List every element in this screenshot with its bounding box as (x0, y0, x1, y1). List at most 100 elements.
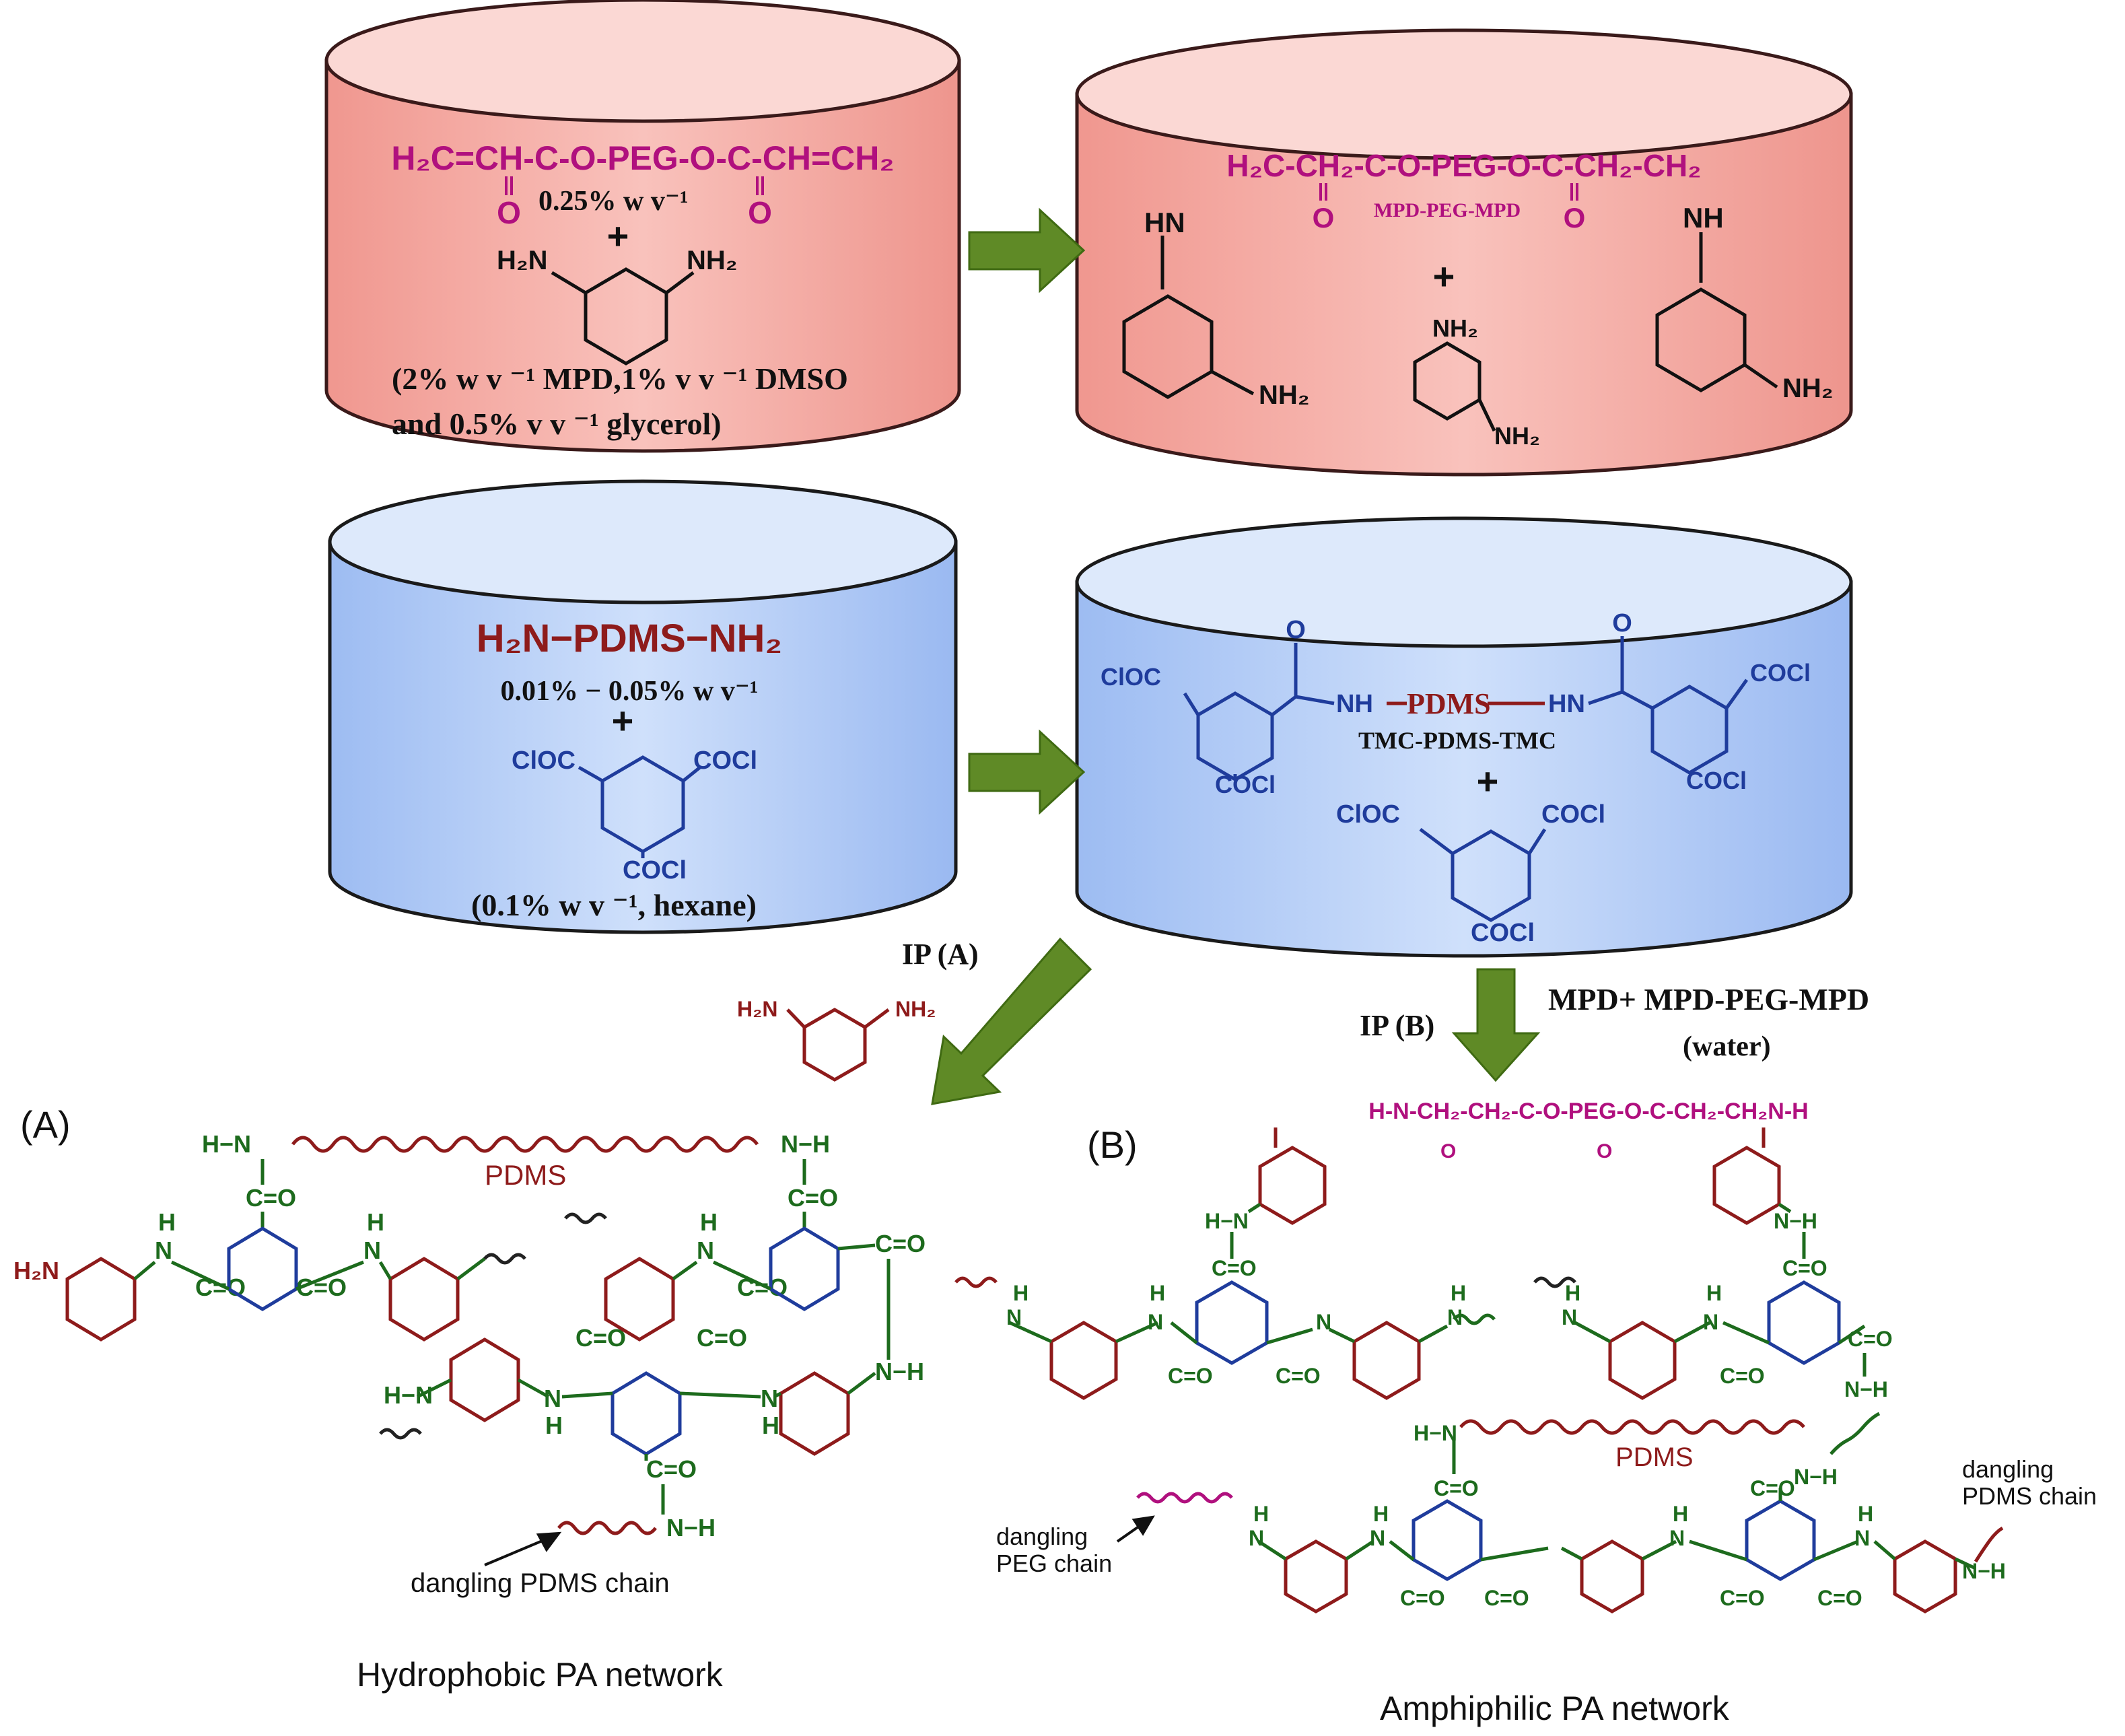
acyl-chloride-label: COCl (693, 747, 757, 775)
carbonyl-oxygen: O (497, 195, 521, 230)
carbonyl-label: C=O (788, 1184, 838, 1212)
carbonyl-oxygen: O (1597, 1140, 1612, 1162)
network-a: (A) PDMS H−N N−H C=O C=O H₂N H N C=O H N… (13, 1103, 926, 1694)
mpd-peg-mpd-label: MPD-PEG-MPD (1374, 199, 1521, 221)
carbonyl-label: C=O (1276, 1364, 1321, 1388)
nitrogen-label: N (1854, 1526, 1870, 1550)
caption-hydrophobic: Hydrophobic PA network (357, 1656, 724, 1694)
benzene-ring-mpd (1049, 1321, 1118, 1400)
condition-text: (2% w v ⁻¹ MPD,1% v v ⁻¹ DMSO (392, 361, 848, 396)
tmc-pdms-tmc-label: TMC-PDMS-TMC (1358, 727, 1556, 754)
tank-1 (324, 0, 961, 453)
peg-wavy-chain (1533, 1276, 1576, 1288)
acyl-chloride-label: COCl (623, 856, 687, 884)
tank-3 (328, 479, 958, 934)
amide-label: H−N (1205, 1209, 1249, 1233)
amine-label: NH (1683, 202, 1724, 234)
amide-label: N−H (781, 1130, 830, 1158)
amine-label: NH₂ (1259, 380, 1310, 410)
arrow-icon (536, 1531, 562, 1552)
peg-diacrylate-formula: H₂C=CH-C-O-PEG-O-C-CH=CH₂ (391, 139, 894, 177)
nitrogen-label: N (1447, 1305, 1463, 1329)
concentration-label: 0.25% w v⁻¹ (538, 186, 689, 217)
dangling-pdms-label: dangling (1962, 1455, 2054, 1483)
hydrogen-label: H (700, 1208, 718, 1236)
carbonyl-label: C=O (646, 1455, 697, 1483)
pdms-label: PDMS (485, 1159, 566, 1191)
benzene-ring-mpd (551, 267, 695, 366)
nitrogen-label: N (1006, 1305, 1022, 1329)
peg-wavy-chain (954, 1276, 998, 1288)
benzene-ring-tmc (1183, 643, 1335, 782)
benzene-ring-mpd (1712, 1146, 1781, 1225)
carbonyl-oxygen: O (1286, 616, 1306, 644)
benzene-ring-mpd (65, 1257, 137, 1342)
carbonyl-label: C=O (1168, 1364, 1213, 1388)
benzene-ring-mpd (779, 1371, 850, 1456)
carbonyl-label: C=O (875, 1230, 926, 1257)
carbonyl-label: C=O (1782, 1256, 1827, 1280)
amine-label: HN (1144, 207, 1185, 238)
arrow-down-icon (1451, 968, 1541, 1082)
carbonyl-label: C=O (1400, 1586, 1445, 1610)
benzene-ring-mpd (1413, 341, 1496, 432)
benzene-ring-tmc (1412, 1499, 1483, 1581)
carbonyl-oxygen: O (1564, 202, 1586, 234)
amine-label: H₂N (737, 997, 777, 1021)
hydrogen-label: H (1013, 1281, 1029, 1305)
nitrogen-label: N (544, 1385, 561, 1412)
benzene-ring-tmc (1588, 636, 1749, 775)
amino-pdms-formula: H₂N−PDMS−NH₂ (477, 617, 782, 660)
amide-label: H−N (202, 1130, 251, 1158)
benzene-ring-mpd (786, 1008, 890, 1082)
carbonyl-oxygen: O (1313, 202, 1335, 234)
pdms-label: PDMS (1615, 1443, 1694, 1472)
carbonyl-label: C=O (1817, 1586, 1862, 1610)
benzene-ring-left (1122, 236, 1255, 399)
plus-sign: + (1433, 255, 1455, 298)
mpd-peg-mpd-formula: H₂C-CH₂-C-O-PEG-O-C-CH₂-CH₂ (1226, 148, 1701, 183)
peg-wavy-chain (1136, 1492, 1233, 1504)
amine-label: NH₂ (1432, 314, 1478, 342)
hydrogen-label: H (158, 1208, 176, 1236)
hydrogen-label: H (1858, 1502, 1873, 1526)
pdms-wavy-chain (291, 1136, 759, 1153)
pdms-wavy-chain (379, 1428, 422, 1440)
panel-label-b: (B) (1087, 1123, 1138, 1166)
amine-label: NH₂ (1782, 374, 1834, 403)
amine-label: H₂N (13, 1257, 59, 1284)
pdms-wavy-chain (1459, 1419, 1805, 1435)
amide-label: N−H (1774, 1209, 1817, 1233)
benzene-ring-mpd (388, 1257, 460, 1342)
carbonyl-oxygen: O (748, 195, 772, 230)
concentration-label: 0.01% − 0.05% w v⁻¹ (500, 676, 758, 707)
pdms-wavy-chain (483, 1253, 526, 1265)
arrow-right-icon (968, 729, 1086, 815)
acyl-chloride-label: COCl (1686, 767, 1747, 794)
condition-text: (0.1% w v ⁻¹, hexane) (471, 888, 757, 922)
carbonyl-label: C=O (1484, 1586, 1529, 1610)
plus-sign: + (612, 699, 634, 742)
amine-label: NH₂ (687, 246, 738, 275)
acyl-chloride-label: ClOC (512, 747, 576, 775)
hydrogen-label: H (762, 1412, 779, 1439)
pdms-wavy-chain (1830, 1412, 1881, 1455)
panel-label-a: (A) (20, 1103, 71, 1146)
amide-label: N−H (1844, 1377, 1888, 1401)
plus-sign: + (1477, 760, 1499, 802)
pdms-wavy-chain (557, 1521, 657, 1535)
pdms-wavy-chain (1974, 1526, 2004, 1563)
carbonyl-label: C=O (576, 1324, 626, 1352)
dangling-peg-label: PEG chain (996, 1550, 1112, 1577)
caption-amphiphilic: Amphiphilic PA network (1380, 1690, 1730, 1727)
acyl-chloride-label: COCl (1541, 800, 1605, 829)
nitrogen-label: N (1370, 1526, 1385, 1550)
benzene-ring-mpd (1258, 1146, 1327, 1225)
nitrogen-label: N (1669, 1526, 1685, 1550)
benzene-ring-tmc (1745, 1499, 1816, 1581)
carbonyl-label: C=O (1212, 1256, 1257, 1280)
tank-2 (1075, 28, 1853, 477)
amide-label: H−N (1414, 1421, 1457, 1445)
hydrogen-label: H (1565, 1281, 1580, 1305)
benzene-ring-mpd (1580, 1539, 1644, 1613)
